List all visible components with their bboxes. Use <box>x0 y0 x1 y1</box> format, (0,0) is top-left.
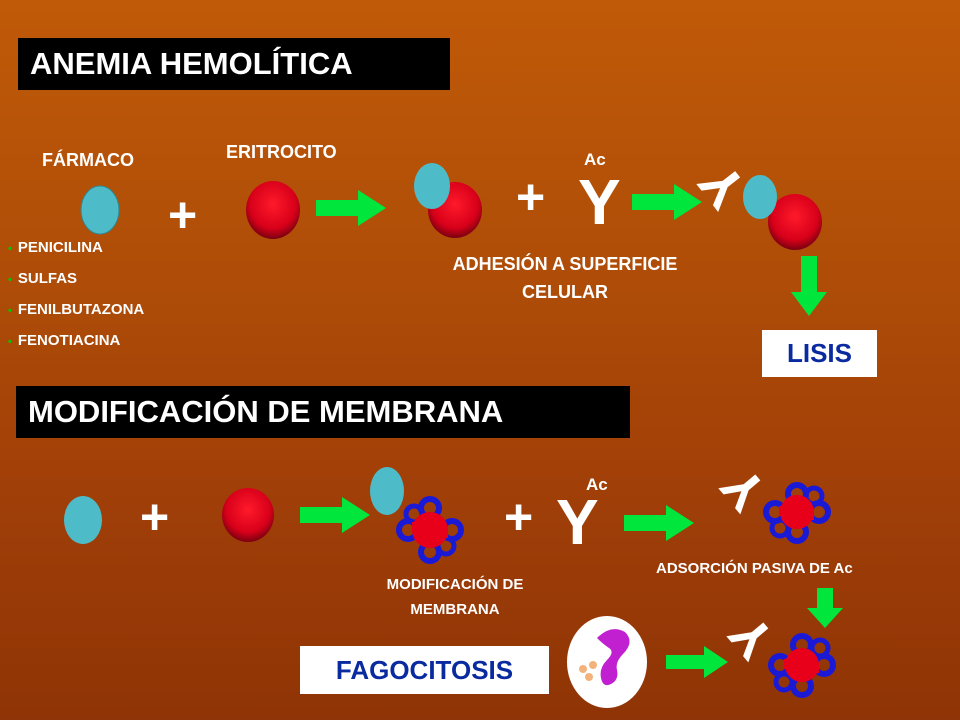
list-item: •FENOTIACINA <box>8 332 121 349</box>
drug-oval <box>80 185 120 235</box>
modified-erythrocyte-icon <box>763 482 831 544</box>
phagocyte-icon <box>567 616 647 708</box>
arrow-right-icon <box>632 184 702 220</box>
ac-label: Ac <box>586 475 608 494</box>
modificacion-line-2: MEMBRANA <box>410 601 500 618</box>
erythrocyte <box>768 194 822 250</box>
arrow-down-icon <box>791 256 827 316</box>
section-title-modificacion: MODIFICACIÓN DE MEMBRANA <box>16 386 630 438</box>
adhesion-line-2: CELULAR <box>522 282 608 302</box>
antibody-y-icon: Y <box>556 486 599 558</box>
adhesion-caption: ADHESIÓN A SUPERFICIE CELULAR <box>405 250 725 306</box>
arrow-right-icon <box>624 505 694 541</box>
eritrocito-label: ERITROCITO <box>226 142 337 162</box>
section-title-anemia: ANEMIA HEMOLÍTICA <box>18 38 450 90</box>
modificacion-caption: MODIFICACIÓN DE MEMBRANA <box>340 572 570 622</box>
drug-oval <box>414 163 450 209</box>
antibody-y-icon: Y <box>578 166 621 238</box>
ac-label: Ac <box>584 150 606 169</box>
farmaco-label: FÁRMACO <box>42 150 134 170</box>
adhesion-line-1: ADHESIÓN A SUPERFICIE <box>452 254 678 274</box>
arrow-right-icon <box>666 646 728 678</box>
list-item: •PENICILINA <box>8 239 103 256</box>
modified-erythrocyte-icon <box>370 467 464 564</box>
result-fagocitosis: FAGOCITOSIS <box>300 646 549 694</box>
modified-erythrocyte-icon <box>768 633 836 698</box>
plus-sign: + <box>516 169 546 225</box>
list-item: •SULFAS <box>8 270 78 287</box>
plus-sign: + <box>504 489 534 545</box>
erythrocyte <box>222 488 274 542</box>
arrow-right-icon <box>316 190 386 226</box>
adsorcion-caption: ADSORCIÓN PASIVA DE Ac <box>656 560 853 577</box>
modificacion-line-1: MODIFICACIÓN DE <box>386 576 524 593</box>
arrow-down-icon <box>807 588 843 628</box>
arrow-right-icon <box>300 497 370 533</box>
plus-sign: + <box>140 489 170 545</box>
list-item: •FENILBUTAZONA <box>8 301 145 318</box>
result-lisis: LISIS <box>762 330 877 377</box>
drug-list: •PENICILINA •SULFAS •FENILBUTAZONA •FENO… <box>8 233 144 357</box>
drug-oval <box>64 496 102 544</box>
drug-oval <box>743 175 777 219</box>
plus-sign: + <box>168 187 198 243</box>
erythrocyte <box>246 181 300 239</box>
